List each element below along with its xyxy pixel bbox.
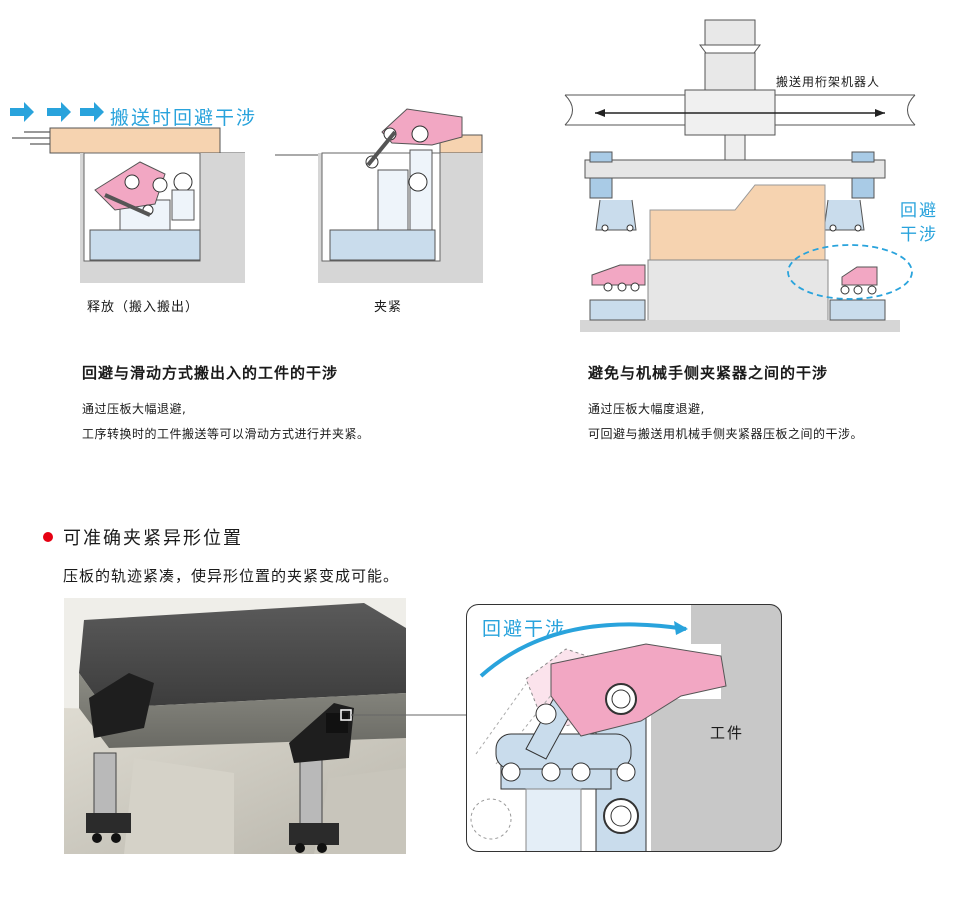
workpiece-label: 工件 — [710, 724, 745, 742]
section-subtitle: 压板的轨迹紧凑，使异形位置的夹紧变成可能。 — [63, 567, 400, 585]
motion-arrows — [10, 102, 104, 145]
detail-avoid-label: 回避干涉 — [482, 618, 567, 640]
hand-clamp-left — [589, 264, 646, 321]
hand-clamp-right — [829, 266, 886, 321]
detail-view — [466, 604, 782, 852]
photo-clamp-left — [86, 673, 154, 843]
callout-line — [340, 709, 468, 721]
desc-hand-line1: 通过压板大幅度退避, — [588, 402, 705, 416]
section-title: 可准确夹紧异形位置 — [63, 528, 243, 549]
gantry-robot-diagram — [564, 19, 916, 332]
avoid-label-2: 干涉 — [900, 225, 938, 245]
clamp-released — [49, 127, 245, 283]
arrow-label: 搬送时回避干涉 — [110, 107, 258, 129]
desc-slide-line2: 工序转换时的工件搬送等可以滑动方式进行并夹紧。 — [82, 427, 370, 441]
heading-slide: 回避与滑动方式搬出入的工件的干涉 — [82, 364, 339, 382]
bullet-dot — [43, 532, 53, 542]
photo-clamp-right — [289, 703, 354, 853]
caption-release: 释放（搬入搬出） — [87, 300, 200, 315]
caption-clamp: 夹紧 — [374, 300, 403, 315]
release-clamp-diagram — [10, 102, 483, 283]
clamp-photo — [64, 598, 406, 854]
desc-slide-line1: 通过压板大幅退避, — [82, 402, 187, 416]
clamp-closed — [275, 108, 483, 283]
avoid-label-1: 回避 — [900, 201, 938, 221]
robot-label: 搬送用桁架机器人 — [776, 75, 881, 89]
desc-hand-line2: 可回避与搬送用机械手侧夹紧器压板之间的干涉。 — [588, 427, 864, 441]
heading-hand-clamp: 避免与机械手侧夹紧器之间的干涉 — [588, 364, 829, 382]
